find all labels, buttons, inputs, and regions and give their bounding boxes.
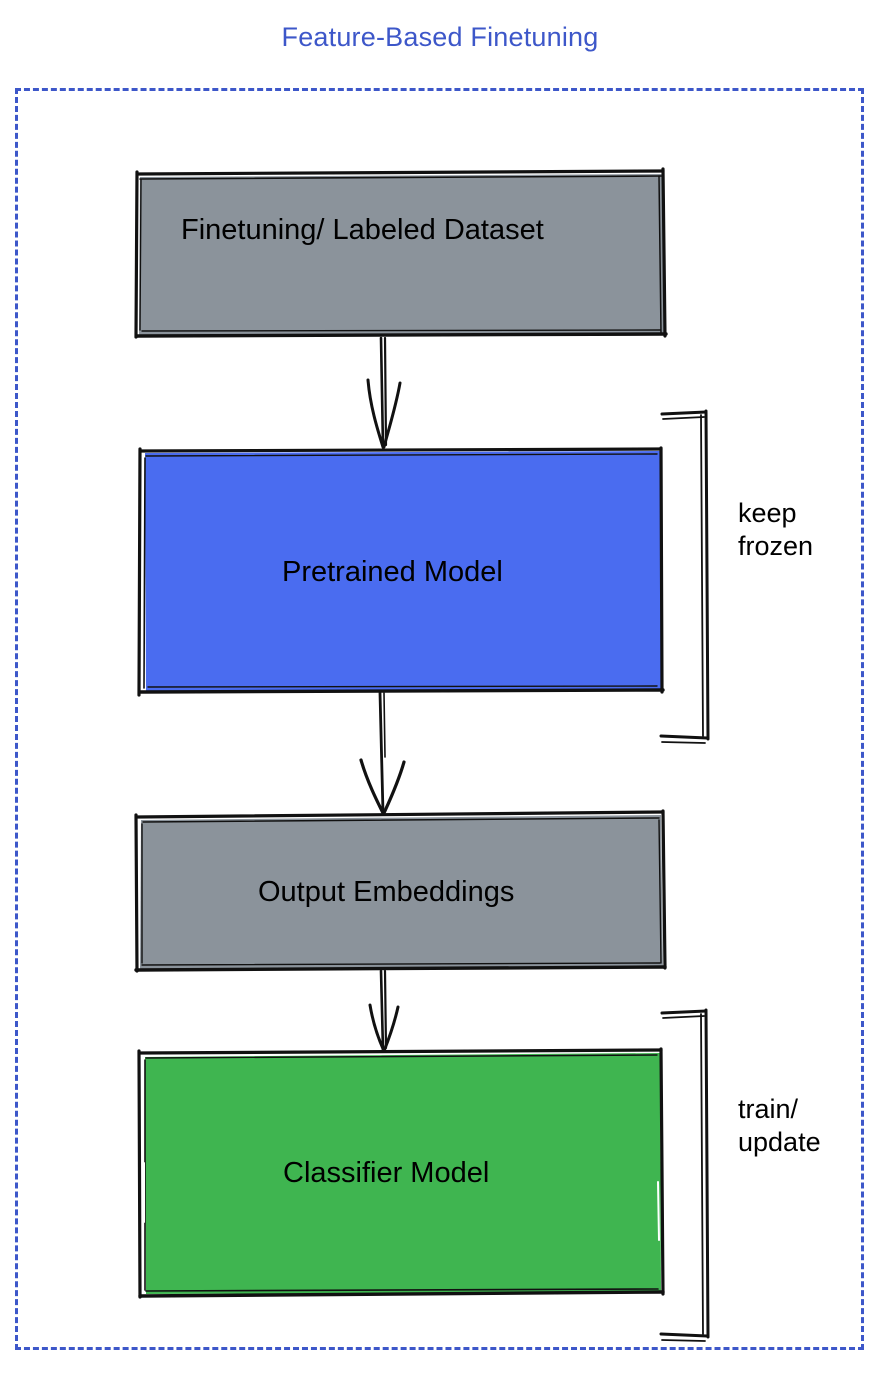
annotation-keep-frozen-line-2: frozen xyxy=(738,530,814,561)
annotation-train-update: train/ update xyxy=(738,1093,821,1159)
node-label-output-embeddings: Output Embeddings xyxy=(258,876,515,908)
page-title: Feature-Based Finetuning xyxy=(281,22,599,52)
annotation-keep-frozen: keep frozen xyxy=(738,497,813,563)
annotation-keep-frozen-line-1: keep xyxy=(738,498,797,528)
node-label-pretrained-model: Pretrained Model xyxy=(282,556,503,588)
annotation-train-update-line-1: train/ xyxy=(738,1094,799,1124)
node-label-classifier-model: Classifier Model xyxy=(283,1157,490,1189)
annotation-train-update-line-2: update xyxy=(738,1126,821,1157)
node-label-dataset: Finetuning/ Labeled Dataset xyxy=(181,214,544,246)
diagram-outer-dashed-frame xyxy=(15,88,864,1350)
